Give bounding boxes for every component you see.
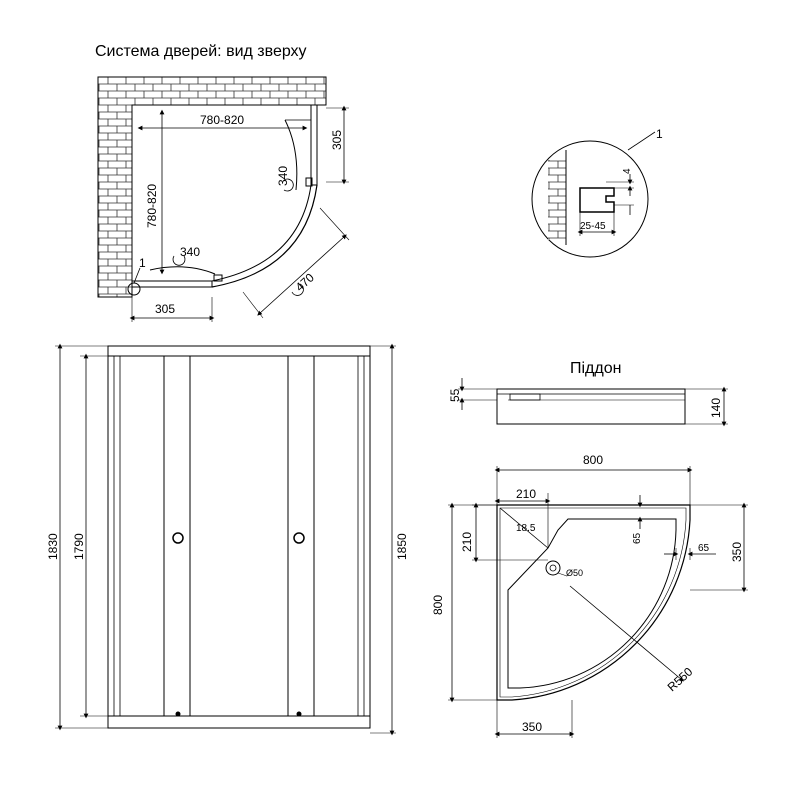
dim-340-bottom: 340	[180, 245, 200, 259]
right-handle	[293, 532, 305, 544]
tray-side-body	[496, 388, 686, 425]
dim-55: 55	[448, 388, 462, 402]
right-fixed-panel-front	[313, 355, 359, 717]
dim-470: 470	[293, 270, 317, 294]
detail-callout-1: 1	[656, 127, 663, 141]
right-door	[287, 355, 315, 717]
top-view-plan: 1 780-820 780-820 305 305 340 340 470	[97, 76, 350, 322]
dim-350-right: 350	[730, 542, 744, 562]
callout-1: 1	[139, 256, 146, 270]
tray-top-view: Ø50 R550 800 210 18.5 210 800 65	[431, 453, 748, 738]
dim-340-right: 340	[276, 166, 290, 186]
top-rail	[107, 345, 371, 357]
dim-4: 4	[622, 168, 633, 174]
front-view: 1830 1790 1850	[46, 343, 409, 736]
right-fixed-panel	[310, 104, 318, 186]
tray-basin	[507, 518, 677, 689]
dim-1850: 1850	[395, 533, 409, 560]
dim-65-v: 65	[632, 532, 643, 544]
drain-inner	[549, 564, 557, 572]
dim-140: 140	[709, 398, 723, 418]
tray-outline	[496, 504, 691, 701]
dim-210-v: 210	[460, 532, 474, 552]
left-fixed-panel	[119, 355, 165, 717]
drain-label: Ø50	[566, 568, 583, 578]
dim-800-top: 800	[583, 453, 603, 467]
dim-depth: 780-820	[145, 184, 159, 228]
tray-title: Піддон	[570, 360, 621, 377]
left-handle	[172, 532, 184, 544]
dim-25-45: 25-45	[580, 221, 606, 232]
tray-side-view: 55 140	[448, 378, 728, 427]
curved-door-inner	[211, 184, 312, 282]
dim-305-bottom: 305	[155, 302, 175, 316]
dim-210-h: 210	[516, 487, 536, 501]
wall-profile	[579, 187, 615, 213]
dim-350-bottom: 350	[522, 720, 542, 734]
top-view-title: Система дверей: вид зверху	[95, 43, 307, 60]
bottom-fixed-panel	[131, 280, 213, 288]
detail-circle	[531, 140, 649, 258]
dim-18-5: 18.5	[516, 523, 536, 534]
dim-width: 780-820	[200, 113, 244, 127]
drain-outer	[545, 560, 561, 576]
bottom-rail	[107, 715, 371, 729]
dim-800-left: 800	[431, 595, 445, 615]
dim-305-right: 305	[330, 130, 344, 150]
dim-65-h: 65	[698, 543, 710, 554]
dim-1830: 1830	[46, 533, 60, 560]
profile-detail: 4 25-45 1	[531, 127, 663, 258]
left-door	[163, 355, 191, 717]
curved-door-outer	[211, 184, 318, 288]
dim-1790: 1790	[72, 533, 86, 560]
